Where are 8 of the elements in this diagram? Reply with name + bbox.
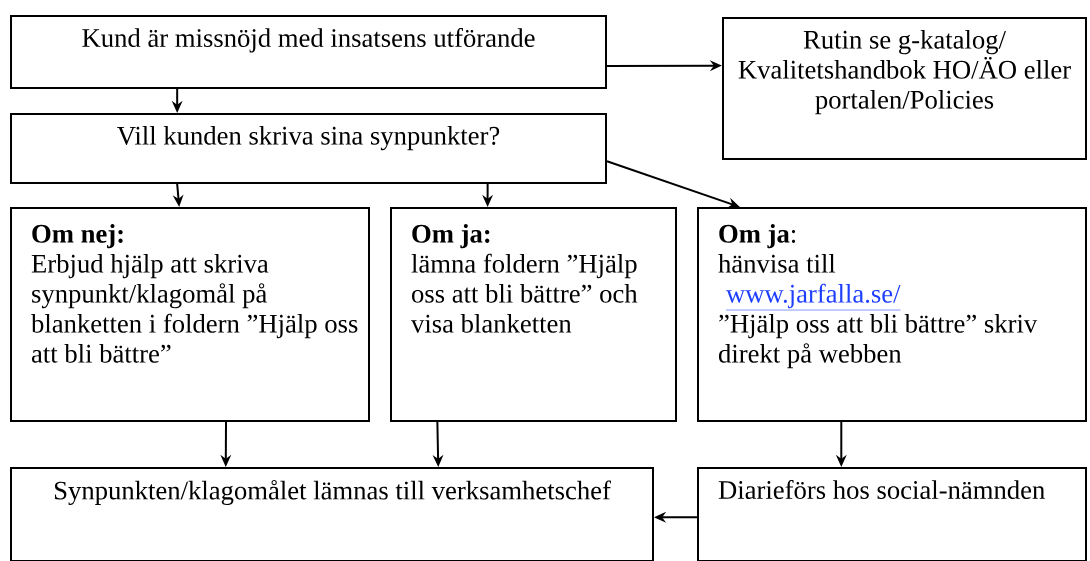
process-box: Om nej: Erbjud hjälp att skriva synpunkt/klagomål på blanketten i foldern ”Hjälp oss att bli bättre”: [10, 207, 370, 422]
process-box: Synpunkten/klagomålet lämnas till verksamhetschef: [10, 467, 654, 561]
process-box: Diarieförs hos social-nämnden: [697, 467, 1087, 561]
process-box: Om ja: hänvisa till www.jarfalla.se/ ”Hjälp oss att bli bättre” skriv direkt på webben: [697, 207, 1087, 422]
process-box: Kund är missnöjd med insatsens utförande: [10, 15, 607, 89]
process-box: Om ja: lämna foldern ”Hjälp oss att bli bättre” och visa blanketten: [390, 207, 677, 422]
process-box: Vill kunden skriva sina synpunkter?: [10, 113, 607, 184]
process-box: Rutin se g-katalog/ Kvalitetshandbok HO/ÄO eller portalen/Policies: [722, 17, 1087, 160]
